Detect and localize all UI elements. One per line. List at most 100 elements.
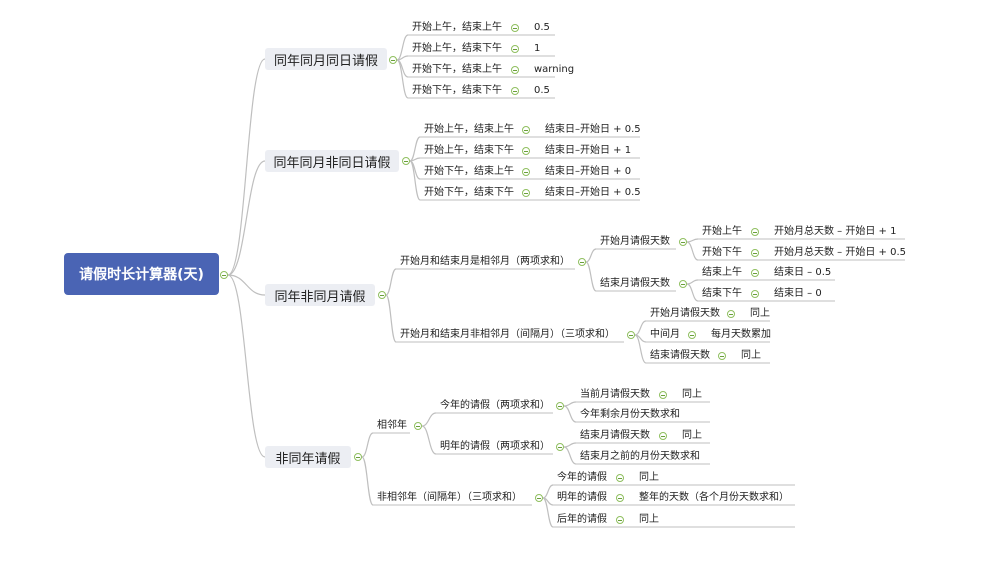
- result-text: 每月天数累加: [711, 329, 771, 340]
- connector-line: [385, 294, 397, 343]
- condition-text: 开始上午，结束上午: [412, 22, 502, 33]
- sub-branch-label: 开始月请假天数: [600, 236, 670, 247]
- condition-text: 今年的请假: [557, 472, 607, 483]
- collapse-icon[interactable]: [659, 432, 667, 440]
- result-text: 结束日 – 0: [774, 288, 822, 299]
- connector-line: [361, 432, 374, 458]
- result-text: warning: [534, 64, 575, 75]
- condition-text: 开始上午，结束上午: [424, 124, 514, 135]
- result-text: 同上: [682, 430, 702, 441]
- connector-line: [563, 401, 577, 407]
- branch-label: 同年同月非同日请假: [273, 155, 391, 171]
- result-text: 1: [534, 43, 541, 54]
- collapse-icon[interactable]: [727, 310, 735, 318]
- branch-different-year[interactable]: 非同年请假: [265, 446, 351, 468]
- sub-branch-label: 开始月和结束月是相邻月（两项求和）: [400, 256, 570, 267]
- collapse-icon[interactable]: [511, 45, 519, 53]
- collapse-icon[interactable]: [578, 258, 586, 266]
- collapse-icon[interactable]: [679, 280, 687, 288]
- collapse-icon[interactable]: [616, 474, 624, 482]
- collapse-icon[interactable]: [616, 516, 624, 524]
- connector-line: [542, 497, 554, 528]
- result-text: 结束日–开始日 + 0: [545, 166, 632, 177]
- connector-line: [563, 446, 577, 465]
- collapse-icon[interactable]: [535, 494, 543, 502]
- collapse-icon[interactable]: [511, 87, 519, 95]
- result-text: 0.5: [534, 85, 550, 96]
- result-text: 结束日–开始日 + 0.5: [545, 187, 641, 198]
- collapse-icon[interactable]: [556, 402, 564, 410]
- collapse-icon[interactable]: [522, 126, 530, 134]
- sub-branch-label: 明年的请假（两项求和）: [440, 441, 550, 452]
- connector-line: [409, 160, 421, 201]
- connector-line: [421, 425, 437, 455]
- connector-line: [563, 405, 577, 423]
- root-label: 请假时长计算器(天): [79, 267, 204, 283]
- collapse-icon[interactable]: [378, 291, 386, 299]
- collapse-icon[interactable]: [414, 422, 422, 430]
- collapse-icon[interactable]: [751, 249, 759, 257]
- sub-branch-label: 相邻年: [377, 420, 407, 431]
- condition-text: 结束月请假天数: [580, 430, 650, 441]
- condition-text: 开始下午，结束下午: [412, 85, 502, 96]
- connector-line: [686, 241, 699, 261]
- connector-line: [563, 442, 577, 448]
- branch-same-day[interactable]: 同年同月同日请假: [265, 48, 387, 70]
- branch-label: 非同年请假: [275, 451, 341, 467]
- connector-line: [396, 34, 409, 61]
- collapse-icon[interactable]: [751, 290, 759, 298]
- result-text: 整年的天数（各个月份天数求和）: [639, 492, 789, 503]
- condition-text: 结束下午: [702, 288, 742, 299]
- result-text: 同上: [682, 389, 702, 400]
- collapse-icon[interactable]: [522, 168, 530, 176]
- connector-line: [421, 412, 437, 427]
- collapse-icon[interactable]: [522, 189, 530, 197]
- collapse-icon[interactable]: [627, 331, 635, 339]
- collapse-icon[interactable]: [751, 228, 759, 236]
- connector-line: [686, 283, 699, 302]
- collapse-icon[interactable]: [389, 56, 397, 64]
- collapse-icon[interactable]: [522, 147, 530, 155]
- condition-text: 开始月请假天数: [650, 308, 720, 319]
- result-text: 同上: [750, 308, 770, 319]
- collapse-icon[interactable]: [659, 391, 667, 399]
- sub-branch-label: 今年的请假（两项求和）: [440, 400, 550, 411]
- branch-label: 同年非同月请假: [274, 289, 366, 305]
- collapse-icon[interactable]: [751, 269, 759, 277]
- connector-line: [634, 334, 647, 364]
- collapse-icon[interactable]: [718, 352, 726, 360]
- collapse-icon[interactable]: [688, 331, 696, 339]
- connector-line: [227, 160, 266, 276]
- collapse-icon[interactable]: [402, 157, 410, 165]
- collapse-icon[interactable]: [556, 443, 564, 451]
- condition-text: 后年的请假: [557, 514, 607, 525]
- collapse-icon[interactable]: [354, 453, 362, 461]
- collapse-icon[interactable]: [511, 66, 519, 74]
- connector-line: [361, 456, 374, 506]
- condition-text: 结束请假天数: [650, 350, 710, 361]
- result-text: 同上: [639, 514, 659, 525]
- connector-line: [542, 484, 554, 499]
- condition-text: 结束月之前的月份天数求和: [580, 451, 700, 462]
- result-text: 结束日–开始日 + 1: [545, 145, 632, 156]
- collapse-icon[interactable]: [616, 494, 624, 502]
- collapse-icon[interactable]: [511, 24, 519, 32]
- sub-branch-label: 开始月和结束月非相邻月（间隔月）（三项求和）: [400, 329, 615, 340]
- branch-same-year[interactable]: 同年非同月请假: [265, 284, 375, 306]
- collapse-icon[interactable]: [220, 271, 228, 279]
- condition-text: 开始下午，结束下午: [424, 187, 514, 198]
- condition-text: 开始下午，结束上午: [412, 64, 502, 75]
- condition-text: 开始上午，结束下午: [412, 43, 502, 54]
- connector-line: [409, 136, 421, 162]
- condition-text: 当前月请假天数: [580, 389, 650, 400]
- collapse-icon[interactable]: [679, 238, 687, 246]
- branch-same-month[interactable]: 同年同月非同日请假: [265, 150, 399, 172]
- condition-text: 今年剩余月份天数求和: [580, 409, 680, 420]
- root-node[interactable]: 请假时长计算器(天): [64, 253, 219, 295]
- connector-line: [686, 238, 699, 243]
- condition-text: 明年的请假: [557, 492, 607, 503]
- connector-line: [396, 59, 409, 99]
- result-text: 结束日 – 0.5: [774, 267, 832, 278]
- connector-line: [585, 261, 597, 292]
